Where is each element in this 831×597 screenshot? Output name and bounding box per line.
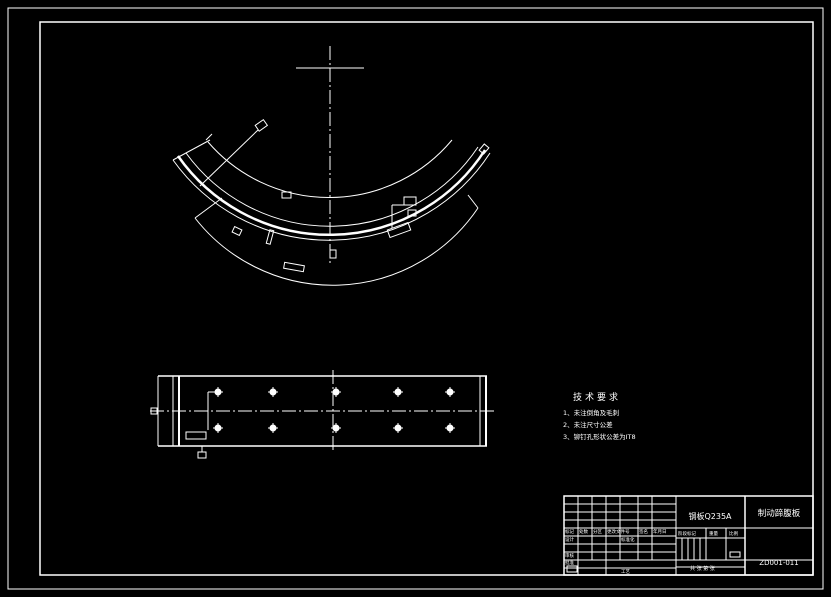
rivet-hole xyxy=(268,423,278,433)
tb-cell-text: 阶段标记 xyxy=(678,530,696,537)
title-block-text: 钢板Q235A 制动蹄腹板 ZD001-011 标记 处数 分区 更改文件号 签… xyxy=(565,508,801,575)
tb-cell-text: 批准 xyxy=(565,559,574,566)
tb-approve-box xyxy=(566,565,578,573)
tb-cell-text: 年月日 xyxy=(653,528,667,535)
tech-req-title: 技术要求 xyxy=(573,391,621,403)
dim-box-3 xyxy=(231,225,243,237)
section-outer-arc xyxy=(194,207,479,286)
tb-cell-text: 分区 xyxy=(593,528,602,535)
plate-dim-box xyxy=(150,407,158,415)
tb-cell-text: 签名 xyxy=(639,528,648,535)
rivet-hole xyxy=(268,387,278,397)
tb-cell-text: 处数 xyxy=(579,528,588,535)
lining-outline xyxy=(172,152,491,241)
rivet-holes xyxy=(213,387,455,433)
part-name-label: 制动蹄腹板 xyxy=(758,508,801,519)
tb-cell-text: 重量 xyxy=(709,530,718,537)
inner-arc xyxy=(207,139,453,198)
lining-outer xyxy=(176,149,487,237)
dim-box-6 xyxy=(403,196,417,206)
rivet-hole xyxy=(445,387,455,397)
rivet-hole xyxy=(393,387,403,397)
rivet-hole xyxy=(445,423,455,433)
technical-requirements: 技术要求 1、未注倒角及毛刺 2、未注尺寸公差 3、铆钉孔形状公差为IT8 xyxy=(563,391,636,441)
material-label: 钢板Q235A xyxy=(688,511,732,521)
tech-req-item-3: 3、铆钉孔形状公差为IT8 xyxy=(563,432,636,441)
rivet-hole xyxy=(213,387,223,397)
tb-cell-text: 共 张 第 张 xyxy=(690,565,715,572)
dim-box-5 xyxy=(329,249,337,259)
rivet-hole xyxy=(331,423,341,433)
right-end-line xyxy=(467,194,479,209)
dim-box-1 xyxy=(254,118,269,132)
left-end-line xyxy=(172,139,211,161)
rivet-mark xyxy=(265,229,275,245)
tb-cell-text: 标准化 xyxy=(621,536,635,543)
tb-cell-text: 审核 xyxy=(565,552,574,559)
tb-cell-text: 标记 xyxy=(565,528,574,535)
rivet-hole xyxy=(393,423,403,433)
rivet-hatch xyxy=(386,221,412,239)
inner-frame xyxy=(39,21,814,576)
tb-cell-text: 更改文件号 xyxy=(607,528,630,535)
tb-scale-box xyxy=(729,551,741,558)
title-block xyxy=(563,495,814,576)
end-tick-left xyxy=(205,133,213,141)
dim-box-4 xyxy=(283,261,305,273)
leader-1 xyxy=(199,129,259,187)
left-section-line xyxy=(194,197,223,219)
tech-req-item-2: 2、未注尺寸公差 xyxy=(563,420,613,429)
dim-box-2 xyxy=(281,191,292,199)
tb-cell-text: 工艺 xyxy=(621,569,630,575)
plate-view xyxy=(150,370,495,459)
dim-box-8 xyxy=(478,143,490,155)
plate-label-box xyxy=(185,431,207,440)
plate-roughness-box xyxy=(197,451,207,459)
rivet-hole xyxy=(331,387,341,397)
arc-view xyxy=(172,46,491,286)
web-inner-arc xyxy=(185,146,479,227)
tb-cell-text: 设计 xyxy=(565,536,574,543)
rivet-hole xyxy=(213,423,223,433)
tb-cell-text: 比例 xyxy=(729,530,738,537)
dim-box-7 xyxy=(407,209,417,217)
outer-frame xyxy=(7,7,824,590)
drawing-number-label: ZD001-011 xyxy=(759,559,798,567)
tech-req-item-1: 1、未注倒角及毛刺 xyxy=(563,408,619,417)
